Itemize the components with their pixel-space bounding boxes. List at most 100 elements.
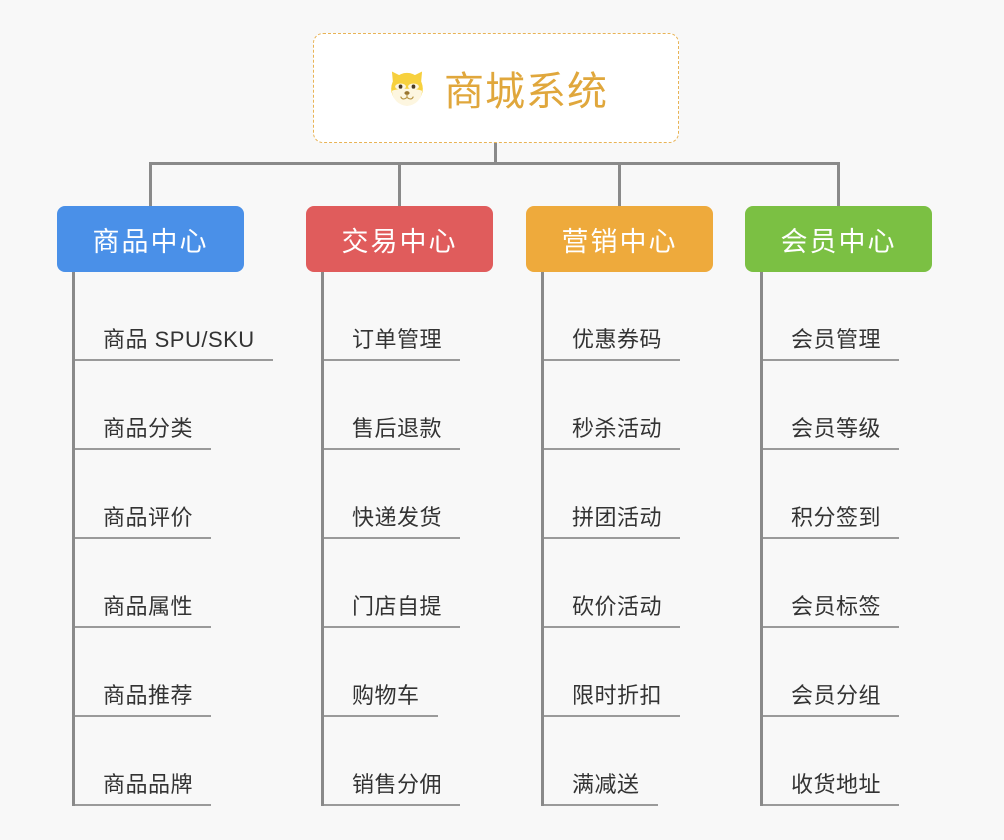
- leaf-item[interactable]: 收货地址: [760, 717, 900, 806]
- leaf-item[interactable]: 满减送: [541, 717, 680, 806]
- leaf-label: 商品评价: [103, 504, 194, 530]
- dog-face-icon: [384, 65, 430, 111]
- leaf-label: 拼团活动: [572, 504, 663, 530]
- leaf-label: 砍价活动: [572, 593, 663, 619]
- leaf-item[interactable]: 门店自提: [321, 539, 461, 628]
- branch-header-member-center[interactable]: 会员中心: [745, 206, 932, 272]
- branch-column-marketing-center: 营销中心优惠券码秒杀活动拼团活动砍价活动限时折扣满减送: [526, 206, 713, 806]
- leaf-label: 限时折扣: [572, 682, 663, 708]
- leaf-item[interactable]: 限时折扣: [541, 628, 681, 717]
- leaf-label: 商品分类: [103, 415, 194, 441]
- leaf-item[interactable]: 商品 SPU/SKU: [72, 272, 273, 361]
- branch-spine-product-center: [72, 272, 75, 806]
- leaf-item[interactable]: 商品评价: [72, 450, 273, 539]
- leaf-label: 销售分佣: [352, 771, 443, 797]
- connector-drop-2: [398, 162, 401, 206]
- branch-header-label: 营销中心: [561, 226, 678, 257]
- leaf-item[interactable]: 优惠券码: [541, 272, 681, 361]
- connector-drop-4: [837, 162, 840, 206]
- leaf-underline: 快递发货: [324, 504, 461, 539]
- branch-header-label: 会员中心: [780, 226, 897, 257]
- leaf-item[interactable]: 商品品牌: [72, 717, 273, 806]
- leaf-item[interactable]: 会员分组: [760, 628, 900, 717]
- leaf-list-member-center: 会员管理会员等级积分签到会员标签会员分组收货地址: [760, 272, 900, 806]
- branch-spine-marketing-center: [541, 272, 544, 806]
- leaf-underline: 限时折扣: [544, 682, 681, 717]
- leaf-item[interactable]: 砍价活动: [541, 539, 681, 628]
- leaf-list-marketing-center: 优惠券码秒杀活动拼团活动砍价活动限时折扣满减送: [541, 272, 681, 806]
- leaf-label: 会员等级: [791, 415, 882, 441]
- connector-trunk: [494, 143, 497, 165]
- leaf-underline: 商品属性: [75, 593, 212, 628]
- connector-drop-3: [618, 162, 621, 206]
- leaf-underline: 售后退款: [324, 415, 461, 450]
- leaf-item[interactable]: 会员标签: [760, 539, 900, 628]
- leaf-underline: 会员等级: [763, 415, 900, 450]
- leaf-item[interactable]: 快递发货: [321, 450, 461, 539]
- leaf-item[interactable]: 会员管理: [760, 272, 900, 361]
- leaf-underline: 秒杀活动: [544, 415, 681, 450]
- branch-column-product-center: 商品中心商品 SPU/SKU 商品分类商品评价商品属性商品推荐商品品牌: [57, 206, 273, 806]
- leaf-underline: 会员管理: [763, 326, 900, 361]
- leaf-item[interactable]: 售后退款: [321, 361, 461, 450]
- leaf-label: 商品属性: [103, 593, 194, 619]
- leaf-item[interactable]: 订单管理: [321, 272, 461, 361]
- leaf-underline: 商品 SPU/SKU: [75, 326, 273, 361]
- branch-column-member-center: 会员中心会员管理会员等级积分签到会员标签会员分组收货地址: [745, 206, 932, 806]
- leaf-underline: 商品品牌: [75, 771, 212, 806]
- leaf-label: 秒杀活动: [572, 415, 663, 441]
- leaf-item[interactable]: 秒杀活动: [541, 361, 681, 450]
- branch-column-trade-center: 交易中心订单管理售后退款快递发货门店自提购物车销售分佣: [306, 206, 493, 806]
- connector-busbar: [149, 162, 840, 165]
- leaf-label: 购物车: [352, 682, 420, 708]
- branch-header-marketing-center[interactable]: 营销中心: [526, 206, 713, 272]
- root-title: 商城系统: [444, 70, 608, 114]
- leaf-underline: 积分签到: [763, 504, 900, 539]
- connector-drop-1: [149, 162, 152, 206]
- branch-header-trade-center[interactable]: 交易中心: [306, 206, 493, 272]
- leaf-item[interactable]: 拼团活动: [541, 450, 681, 539]
- root-node[interactable]: 商城系统: [313, 33, 679, 143]
- leaf-list-product-center: 商品 SPU/SKU 商品分类商品评价商品属性商品推荐商品品牌: [72, 272, 273, 806]
- leaf-label: 积分签到: [791, 504, 882, 530]
- leaf-item[interactable]: 积分签到: [760, 450, 900, 539]
- leaf-label: 优惠券码: [572, 326, 663, 352]
- leaf-item[interactable]: 商品属性: [72, 539, 273, 628]
- leaf-item[interactable]: 销售分佣: [321, 717, 461, 806]
- leaf-underline: 商品评价: [75, 504, 212, 539]
- leaf-underline: 优惠券码: [544, 326, 681, 361]
- leaf-underline: 订单管理: [324, 326, 461, 361]
- leaf-underline: 销售分佣: [324, 771, 461, 806]
- leaf-item[interactable]: 商品推荐: [72, 628, 273, 717]
- leaf-underline: 商品分类: [75, 415, 212, 450]
- leaf-list-trade-center: 订单管理售后退款快递发货门店自提购物车销售分佣: [321, 272, 461, 806]
- leaf-label: 会员管理: [791, 326, 882, 352]
- leaf-underline: 满减送: [544, 771, 658, 806]
- leaf-item[interactable]: 商品分类: [72, 361, 273, 450]
- branch-spine-member-center: [760, 272, 763, 806]
- branch-header-product-center[interactable]: 商品中心: [57, 206, 244, 272]
- leaf-label: 满减送: [572, 771, 640, 797]
- leaf-underline: 门店自提: [324, 593, 461, 628]
- leaf-label: 会员标签: [791, 593, 882, 619]
- leaf-label: 商品推荐: [103, 682, 194, 708]
- branch-header-label: 商品中心: [92, 226, 209, 257]
- leaf-label: 售后退款: [352, 415, 443, 441]
- leaf-underline: 会员分组: [763, 682, 900, 717]
- leaf-label: 会员分组: [791, 682, 882, 708]
- leaf-label: 商品 SPU/SKU: [103, 326, 255, 352]
- leaf-underline: 商品推荐: [75, 682, 212, 717]
- leaf-label: 快递发货: [352, 504, 443, 530]
- branch-spine-trade-center: [321, 272, 324, 806]
- leaf-label: 商品品牌: [103, 771, 194, 797]
- leaf-underline: 砍价活动: [544, 593, 681, 628]
- leaf-label: 收货地址: [791, 771, 882, 797]
- branch-header-label: 交易中心: [341, 226, 458, 257]
- leaf-item[interactable]: 会员等级: [760, 361, 900, 450]
- leaf-underline: 收货地址: [763, 771, 900, 806]
- leaf-underline: 会员标签: [763, 593, 900, 628]
- leaf-item[interactable]: 购物车: [321, 628, 460, 717]
- leaf-underline: 拼团活动: [544, 504, 681, 539]
- leaf-label: 门店自提: [352, 593, 443, 619]
